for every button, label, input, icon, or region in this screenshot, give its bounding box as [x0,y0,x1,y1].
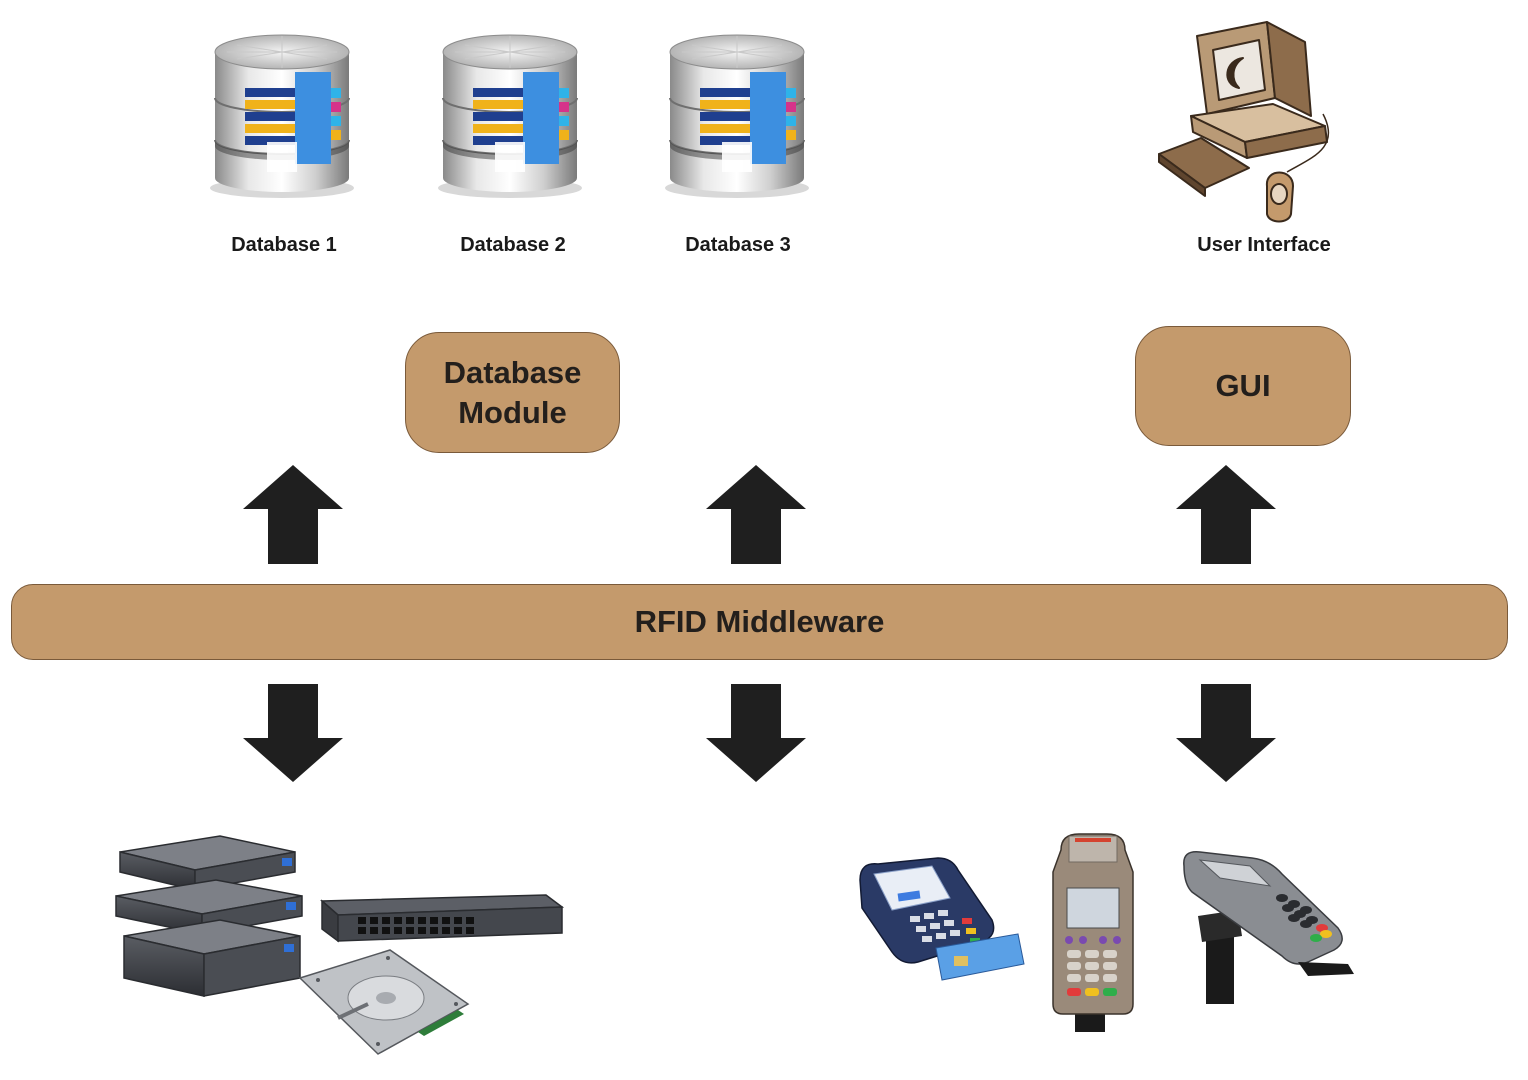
hard-drive-icon [298,949,470,1055]
database-label: Database 1 [231,234,337,256]
arrow-down-left-icon [243,684,343,782]
handheld-payment-terminal-icon [1052,833,1134,1032]
arrow-up-left-icon [243,465,343,564]
network-switch-icon [320,894,565,943]
database-icon [435,30,585,200]
desktop-computer-icon [1158,21,1330,223]
arrow-down-right-icon [1176,684,1276,782]
arrow-up-right-icon [1176,465,1276,564]
database-label: Database 3 [685,234,791,256]
gui-box: GUI [1135,326,1351,446]
database-module-box: Database Module [405,332,620,453]
gui-label: GUI [1215,368,1271,403]
database-module-line2: Module [458,394,567,430]
card-terminal-icon [859,857,1025,981]
rfid-middleware-bar: RFID Middleware [11,584,1508,660]
database-module-line1: Database [443,354,582,390]
database-icon [662,30,812,200]
server-stack-icon [115,835,303,997]
rfid-middleware-label: RFID Middleware [634,604,885,639]
pinpad-on-stand-icon [1183,851,1354,1004]
arrow-up-center-icon [706,465,806,564]
database-icon [207,30,357,200]
database-label: Database 2 [460,234,566,256]
arrow-down-center-icon [706,684,806,782]
user-interface-label: User Interface [1197,234,1331,256]
